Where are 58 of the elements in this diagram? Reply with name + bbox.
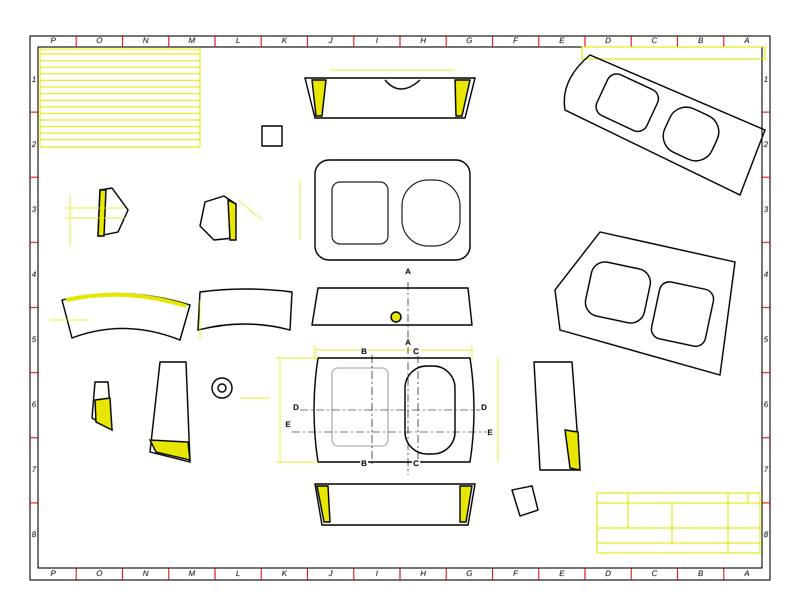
grid-reference: K <box>282 37 288 45</box>
grid-reference: B <box>698 570 704 578</box>
grid-reference: H <box>420 37 426 45</box>
section-letter: A <box>404 339 412 347</box>
grid-reference: K <box>282 570 288 578</box>
grid-reference: L <box>236 37 240 45</box>
grid-reference: L <box>236 570 240 578</box>
section-letter: B <box>360 348 368 356</box>
grid-reference: C <box>651 570 658 578</box>
grid-reference: C <box>651 37 658 45</box>
grid-reference: 8 <box>764 531 768 540</box>
grid-reference: 7 <box>764 466 768 474</box>
grid-reference: P <box>50 570 56 578</box>
grid-reference: E <box>559 37 565 45</box>
grid-reference: 5 <box>32 336 36 344</box>
grid-reference: G <box>466 570 472 578</box>
grid-reference: 3 <box>32 206 36 214</box>
grid-reference: 4 <box>764 270 768 279</box>
grid-reference: G <box>466 37 472 45</box>
grid-reference: 1 <box>764 76 768 84</box>
grid-reference: 6 <box>764 401 768 410</box>
section-letter: C <box>412 460 420 468</box>
grid-reference: F <box>513 37 518 45</box>
grid-reference: A <box>744 37 750 45</box>
grid-reference: N <box>142 37 149 45</box>
grid-reference: 2 <box>764 140 768 149</box>
grid-reference: F <box>513 570 518 578</box>
grid-reference: I <box>376 570 378 578</box>
section-letter: D <box>480 404 488 412</box>
grid-reference: I <box>376 37 378 45</box>
grid-reference: 6 <box>32 401 36 410</box>
grid-reference: J <box>328 37 333 45</box>
grid-reference: 3 <box>764 206 768 214</box>
grid-reference: D <box>605 570 612 578</box>
grid-reference: 7 <box>32 466 36 474</box>
section-letter: B <box>360 460 368 468</box>
grid-reference: 1 <box>32 76 36 84</box>
section-letter: E <box>486 429 494 437</box>
section-letter: A <box>404 268 412 276</box>
grid-reference: E <box>559 570 565 578</box>
grid-reference: A <box>744 570 750 578</box>
grid-reference: O <box>96 37 102 45</box>
section-letter: C <box>412 348 420 356</box>
grid-reference: 8 <box>32 531 36 540</box>
grid-reference: D <box>605 37 612 45</box>
grid-reference: H <box>420 570 426 578</box>
grid-reference: J <box>328 570 333 578</box>
grid-reference: P <box>50 37 56 45</box>
grid-reference: 4 <box>32 270 36 279</box>
section-letter: D <box>292 404 300 412</box>
grid-reference: M <box>188 37 196 45</box>
grid-reference: B <box>698 37 704 45</box>
section-letter: E <box>284 421 292 429</box>
grid-reference: 2 <box>32 140 36 149</box>
grid-reference: O <box>96 570 102 578</box>
grid-reference: M <box>188 570 196 578</box>
grid-reference: N <box>142 570 149 578</box>
grid-reference: 5 <box>764 336 768 344</box>
